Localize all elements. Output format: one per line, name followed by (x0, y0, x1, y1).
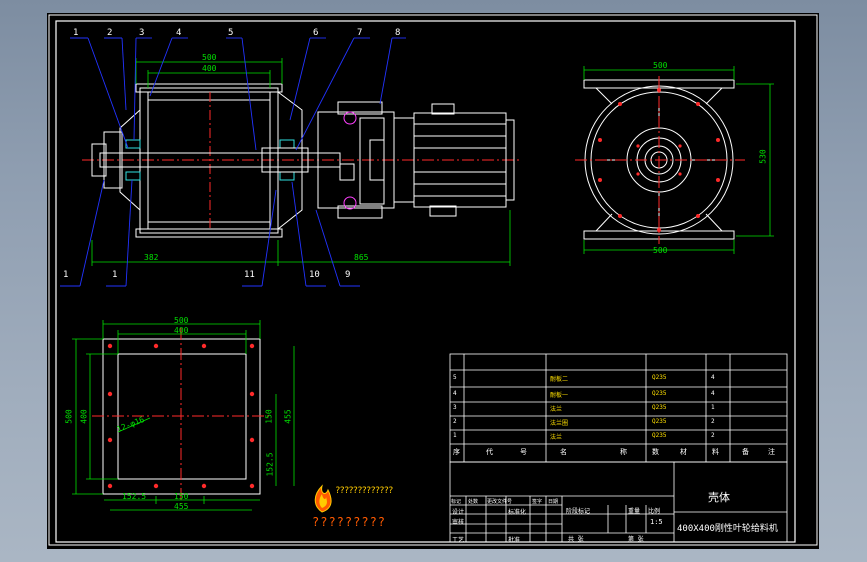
dim-side-bottom-500: 500 (653, 246, 668, 255)
side-view (575, 66, 774, 254)
title-count: 共 张 (568, 536, 584, 543)
balloon-bottom-1b: 1 (112, 270, 118, 280)
title-design: 设计 (452, 509, 465, 516)
part-row-4-name: 耐板一 (550, 392, 569, 399)
part-row-4-qty: 4 (711, 390, 715, 397)
dim-plan-right-455: 455 (283, 409, 293, 424)
balloon-2: 2 (107, 28, 113, 38)
part-row-5-qty: 4 (711, 374, 715, 381)
part-row-3-mat: Q235 (652, 404, 667, 411)
part-row-3-name: 法兰 (550, 406, 563, 413)
part-row-2-name: 法兰圈 (550, 420, 569, 427)
balloon-bottom-11: 11 (244, 270, 255, 280)
dim-front-400: 400 (202, 64, 217, 73)
housing-body (139, 87, 279, 234)
dim-front-865: 865 (354, 253, 369, 262)
company-logo (314, 484, 332, 513)
part-row-1-name: 法兰 (550, 434, 563, 441)
balloon-bottom-10: 10 (309, 270, 320, 280)
balloon-5: 5 (228, 28, 234, 38)
title-check: 审核 (452, 519, 465, 526)
balloon-bottom-9: 9 (345, 270, 351, 280)
part-row-2-mat: Q235 (652, 418, 667, 425)
parts-header-6: 材 (680, 448, 687, 456)
parts-header-5: 数 (652, 448, 659, 456)
title-approve: 批准 (508, 537, 521, 544)
balloon-7: 7 (357, 28, 363, 38)
balloon-1: 1 (73, 28, 79, 38)
title-craft: 工艺 (452, 537, 465, 544)
parts-header-2: 号 (520, 448, 527, 456)
balloon-4: 4 (176, 28, 182, 38)
title-weight-label: 重量 (628, 508, 641, 515)
title-block (449, 461, 788, 543)
left-bearing (103, 131, 123, 189)
plan-view (72, 320, 295, 511)
part-row-1-mat: Q235 (652, 432, 667, 439)
dim-plan-top-500: 500 (174, 316, 189, 325)
title-ratio: 1:5 (650, 518, 663, 526)
parts-header-8: 备 (742, 448, 749, 456)
part-row-3-qty: 1 (711, 404, 715, 411)
logo-line2: ????????? (312, 515, 387, 529)
dim-plan-left-400: 400 (79, 409, 89, 424)
part-row-1-no: 1 (453, 432, 457, 439)
title-scale-label: 比例 (648, 508, 661, 515)
part-row-3-no: 3 (453, 404, 457, 411)
parts-list-table (449, 353, 788, 463)
title-mark-2: 更改文件号 (487, 499, 513, 505)
balloon-bottom-1a: 1 (63, 270, 69, 280)
title-part-name: 壳体 (708, 491, 730, 504)
title-mark-3: 签字 (532, 499, 543, 505)
balloon-3: 3 (139, 28, 145, 38)
part-row-5-mat: Q235 (652, 374, 667, 381)
part-row-2-qty: 2 (711, 418, 715, 425)
parts-header-0: 序 (453, 448, 460, 456)
dim-plan-bottom-152: 152.5 (122, 492, 147, 501)
balloon-6: 6 (313, 28, 319, 38)
title-std: 标准化 (508, 509, 527, 516)
dim-side-530: 530 (758, 149, 768, 164)
dim-front-500: 500 (202, 53, 217, 62)
part-row-4-no: 4 (453, 390, 457, 397)
part-row-2-no: 2 (453, 418, 457, 425)
part-row-1-qty: 2 (711, 432, 715, 439)
title-mark-1: 处数 (468, 499, 479, 505)
parts-header-7: 料 (712, 448, 719, 456)
dim-plan-bottom-150: 150 (174, 492, 189, 501)
title-drawing-title: 400X400刚性叶轮给料机 (677, 524, 778, 534)
dim-plan-top-400: 400 (174, 326, 189, 335)
dim-front-382: 382 (144, 253, 159, 262)
top-flange (135, 83, 283, 93)
dim-plan-right-152: 152.5 (265, 452, 275, 477)
part-row-5-no: 5 (453, 374, 457, 381)
rotor-shaft (99, 152, 341, 168)
drawing-sheet (47, 13, 819, 549)
parts-header-3: 名 (560, 448, 567, 456)
part-row-4-mat: Q235 (652, 390, 667, 397)
title-mark-4: 日期 (548, 499, 559, 505)
logo-line1: ????????????? (335, 486, 393, 496)
title-stage-label: 阶段标记 (566, 508, 591, 515)
terminal-box (431, 103, 455, 115)
dim-plan-left-500: 500 (64, 409, 74, 424)
front-view (60, 37, 520, 287)
parts-header-9: 注 (768, 448, 775, 456)
title-mark-0: 标记 (451, 499, 462, 505)
dim-plan-bottom-455: 455 (174, 502, 189, 511)
part-row-5-name: 耐板二 (550, 376, 569, 383)
parts-header-4: 称 (620, 448, 627, 456)
dim-plan-right-150: 150 (264, 409, 274, 424)
bottom-flange (135, 228, 283, 238)
balloon-8: 8 (395, 28, 401, 38)
outer-border (48, 14, 818, 546)
dim-side-top-500: 500 (653, 61, 668, 70)
inner-border (55, 20, 796, 543)
parts-header-1: 代 (486, 448, 493, 456)
title-sheet: 第 张 (628, 536, 644, 543)
